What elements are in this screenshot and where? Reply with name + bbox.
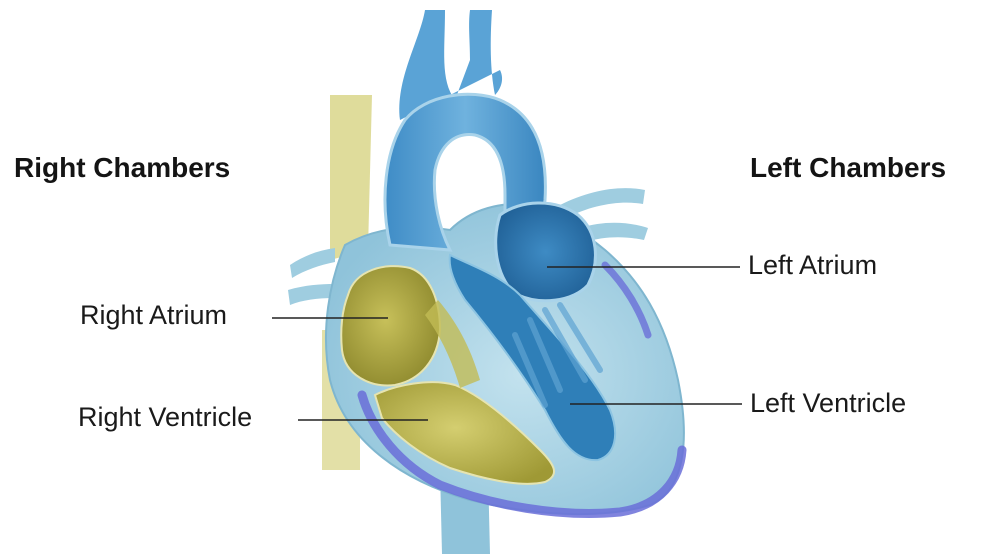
right-atrium-label: Right Atrium bbox=[80, 300, 227, 331]
left-ventricle-label: Left Ventricle bbox=[750, 388, 906, 419]
right-chambers-heading: Right Chambers bbox=[14, 152, 230, 184]
right-ventricle-label: Right Ventricle bbox=[78, 402, 252, 433]
pulmonary-vein-left-shape bbox=[290, 248, 335, 278]
left-chambers-heading: Left Chambers bbox=[750, 152, 946, 184]
right-atrium-shape bbox=[341, 266, 440, 385]
left-atrium-label: Left Atrium bbox=[748, 250, 877, 281]
aorta-inner-gap bbox=[459, 140, 485, 196]
